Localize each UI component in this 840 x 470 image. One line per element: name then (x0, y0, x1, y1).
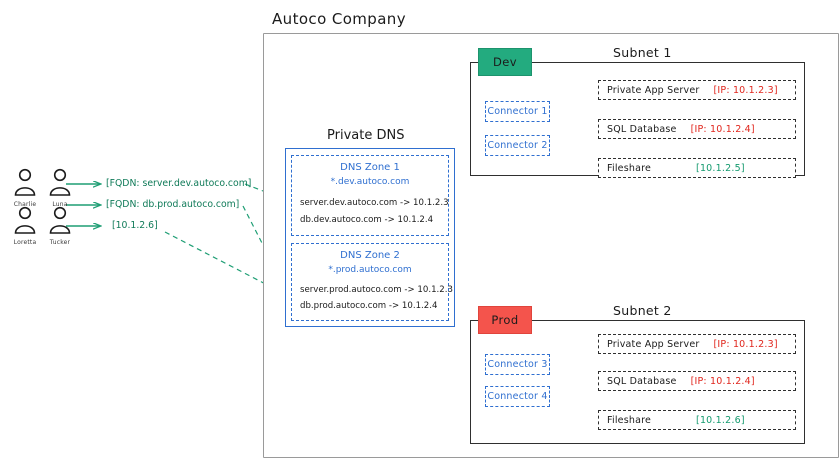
subnet-2-resource-fileshare[interactable]: Fileshare [10.1.2.6] (598, 410, 796, 430)
resource-label: Fileshare (607, 162, 652, 174)
user-charlie[interactable]: Charlie (8, 168, 42, 208)
dns-zone-1-record-0: server.dev.autoco.com -> 10.1.2.3 (300, 198, 449, 208)
user-icon (49, 206, 71, 234)
resource-ip: [10.1.2.5] (696, 162, 745, 174)
resource-ip: [IP: 10.1.2.3] (713, 84, 778, 96)
subnet-1-resource-app-server[interactable]: Private App Server [IP: 10.1.2.3] (598, 80, 796, 100)
company-title: Autoco Company (272, 10, 406, 28)
dns-zone-1-wildcard: *.dev.autoco.com (330, 177, 410, 187)
resource-label: Fileshare (607, 414, 652, 426)
subnet-2-resource-sql-database[interactable]: SQL Database [IP: 10.1.2.4] (598, 371, 796, 391)
resource-label: Private App Server (607, 338, 700, 350)
dns-zone-2[interactable]: DNS Zone 2 *.prod.autoco.com server.prod… (291, 243, 453, 321)
resource-ip: [10.1.2.6] (696, 414, 745, 426)
dns-zone-1[interactable]: DNS Zone 1 *.dev.autoco.com server.dev.a… (291, 155, 449, 236)
user-icon (14, 168, 36, 196)
resource-ip: [IP: 10.1.2.4] (690, 375, 755, 387)
dns-zone-2-name: DNS Zone 2 (340, 250, 400, 261)
resource-label: SQL Database (607, 375, 677, 387)
user-tucker[interactable]: Tucker (43, 206, 77, 246)
connector-3[interactable]: Connector 3 (485, 354, 550, 375)
resource-label: Private App Server (607, 84, 700, 96)
query-label-fqdn-db-prod: [FQDN: db.prod.autoco.com] (106, 199, 240, 210)
dns-zone-1-name: DNS Zone 1 (340, 162, 400, 173)
env-badge-dev: Dev (478, 48, 532, 76)
user-icon (14, 206, 36, 234)
connector-2[interactable]: Connector 2 (485, 135, 550, 156)
subnet-2-resource-app-server[interactable]: Private App Server [IP: 10.1.2.3] (598, 334, 796, 354)
dns-zone-2-record-0: server.prod.autoco.com -> 10.1.2.3 (300, 285, 453, 295)
subnet-1-resource-fileshare[interactable]: Fileshare [10.1.2.5] (598, 158, 796, 178)
subnet-1-resource-sql-database[interactable]: SQL Database [IP: 10.1.2.4] (598, 119, 796, 139)
query-label-ip-direct: [10.1.2.6] (112, 220, 158, 231)
user-loretta[interactable]: Loretta (8, 206, 42, 246)
env-badge-prod: Prod (478, 306, 532, 334)
subnet-2-title: Subnet 2 (613, 303, 672, 318)
user-luna[interactable]: Luna (43, 168, 77, 208)
subnet-1-title: Subnet 1 (613, 45, 672, 60)
user-name: Luna (52, 201, 68, 208)
resource-ip: [IP: 10.1.2.3] (713, 338, 778, 350)
user-name: Tucker (49, 239, 71, 246)
dns-zone-1-record-1: db.dev.autoco.com -> 10.1.2.4 (300, 215, 434, 225)
user-icon (49, 168, 71, 196)
user-name: Loretta (13, 239, 37, 246)
private-dns-title: Private DNS (327, 128, 405, 143)
connector-1[interactable]: Connector 1 (485, 101, 550, 122)
connector-4[interactable]: Connector 4 (485, 386, 550, 407)
dns-zone-2-record-1: db.prod.autoco.com -> 10.1.2.4 (300, 301, 438, 311)
dns-zone-2-wildcard: *.prod.autoco.com (328, 265, 412, 275)
resource-ip: [IP: 10.1.2.4] (690, 123, 755, 135)
query-label-fqdn-server-dev: [FQDN: server.dev.autoco.com] (106, 178, 252, 189)
user-name: Charlie (13, 201, 37, 208)
resource-label: SQL Database (607, 123, 677, 135)
